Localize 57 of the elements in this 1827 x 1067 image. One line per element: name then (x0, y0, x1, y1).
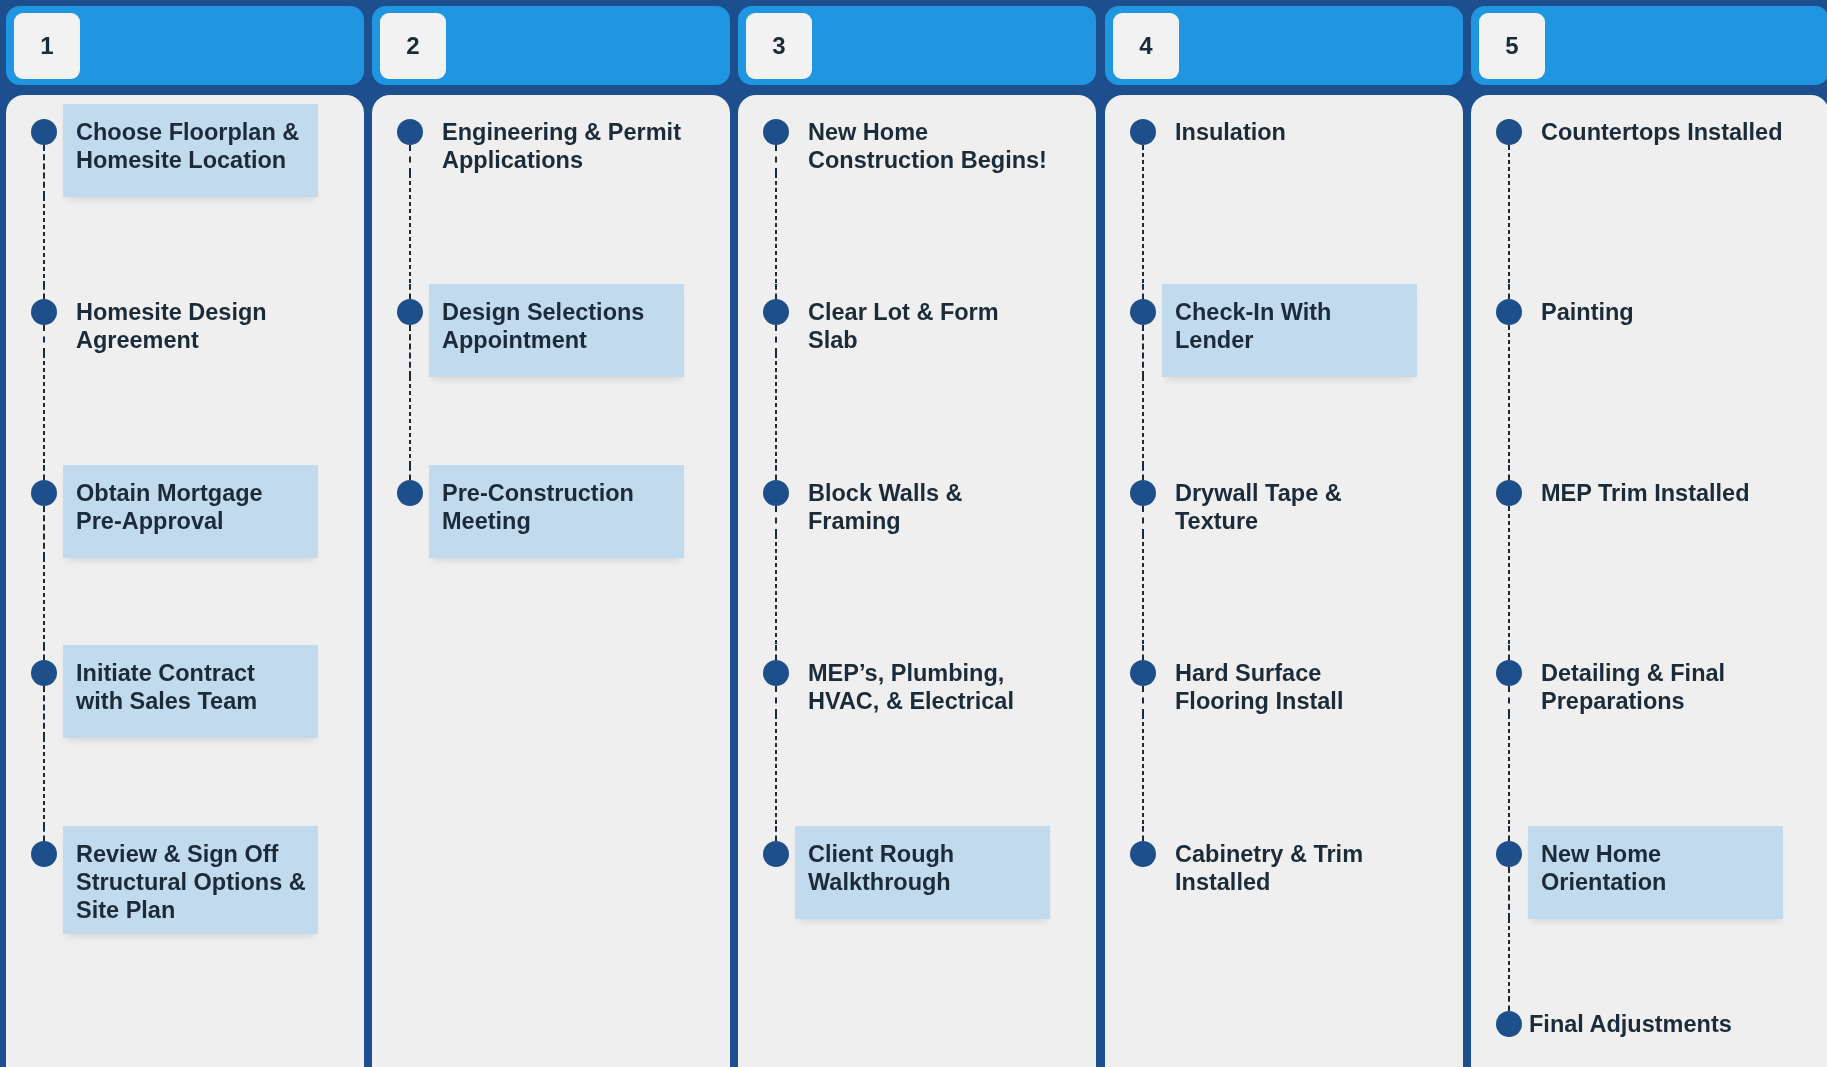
step-label: Hard Surface Flooring Install (1175, 659, 1345, 715)
highlighted-step-label: Initiate Contract with Sales Team (63, 645, 318, 738)
dashed-connector (43, 196, 45, 285)
step-label: Engineering & Permit Applications (442, 118, 682, 174)
step-number-badge: 1 (14, 13, 80, 79)
dashed-connector (409, 376, 411, 466)
step-label: New Home Construction Begins! (808, 118, 1048, 174)
highlighted-step-label: Review & Sign Off Structural Options & Site Plan (63, 826, 318, 934)
step-label: MEP’s, Plumbing, HVAC, & Electrical (808, 659, 1015, 715)
dashed-connector (1142, 145, 1144, 285)
step-label: Detailing & Final Preparations (1541, 659, 1727, 715)
highlighted-step-label: New Home Orientation (1528, 826, 1783, 919)
step-label: Painting (1541, 298, 1635, 326)
column-panel (372, 95, 730, 1067)
step-label: Clear Lot & Form Slab (808, 298, 1000, 354)
column-header (372, 6, 730, 85)
dashed-connector (1142, 714, 1144, 827)
dashed-connector (409, 173, 411, 285)
column-panel (1471, 95, 1827, 1067)
step-label: Final Adjustments (1529, 1010, 1733, 1038)
step-number-badge: 4 (1113, 13, 1179, 79)
dashed-connector (775, 534, 777, 646)
dashed-connector (775, 353, 777, 466)
column-header (1105, 6, 1463, 85)
dashed-connector (1508, 714, 1510, 827)
dashed-connector (1142, 376, 1144, 466)
dashed-connector (1508, 325, 1510, 466)
highlighted-step-label: Client Rough Walkthrough (795, 826, 1050, 919)
column-header (1471, 6, 1827, 85)
dashed-connector (43, 353, 45, 466)
column-header (738, 6, 1096, 85)
highlighted-step-label: Obtain Mortgage Pre-Approval (63, 465, 318, 558)
step-label: MEP Trim Installed (1541, 479, 1751, 507)
step-label: Cabinetry & Trim Installed (1175, 840, 1365, 896)
dashed-connector (1142, 534, 1144, 646)
step-label: Drywall Tape & Texture (1175, 479, 1343, 535)
column-panel (738, 95, 1096, 1067)
column-panel (1105, 95, 1463, 1067)
highlighted-step-label: Pre-Construction Meeting (429, 465, 684, 558)
dashed-connector (775, 173, 777, 285)
dashed-connector (1508, 145, 1510, 285)
column-panel (6, 95, 364, 1067)
step-label: Block Walls & Framing (808, 479, 964, 535)
step-number-badge: 5 (1479, 13, 1545, 79)
step-label: Homesite Design Agreement (76, 298, 268, 354)
column-header (6, 6, 364, 85)
highlighted-step-label: Design Selections Appointment (429, 284, 684, 377)
dashed-connector (43, 557, 45, 646)
dashed-connector (43, 737, 45, 827)
step-label: Insulation (1175, 118, 1287, 146)
highlighted-step-label: Choose Floorplan & Homesite Location (63, 104, 318, 197)
dashed-connector (1508, 506, 1510, 646)
highlighted-step-label: Check-In With Lender (1162, 284, 1417, 377)
step-label: Countertops Installed (1541, 118, 1784, 146)
dashed-connector (775, 714, 777, 827)
step-number-badge: 3 (746, 13, 812, 79)
step-number-badge: 2 (380, 13, 446, 79)
